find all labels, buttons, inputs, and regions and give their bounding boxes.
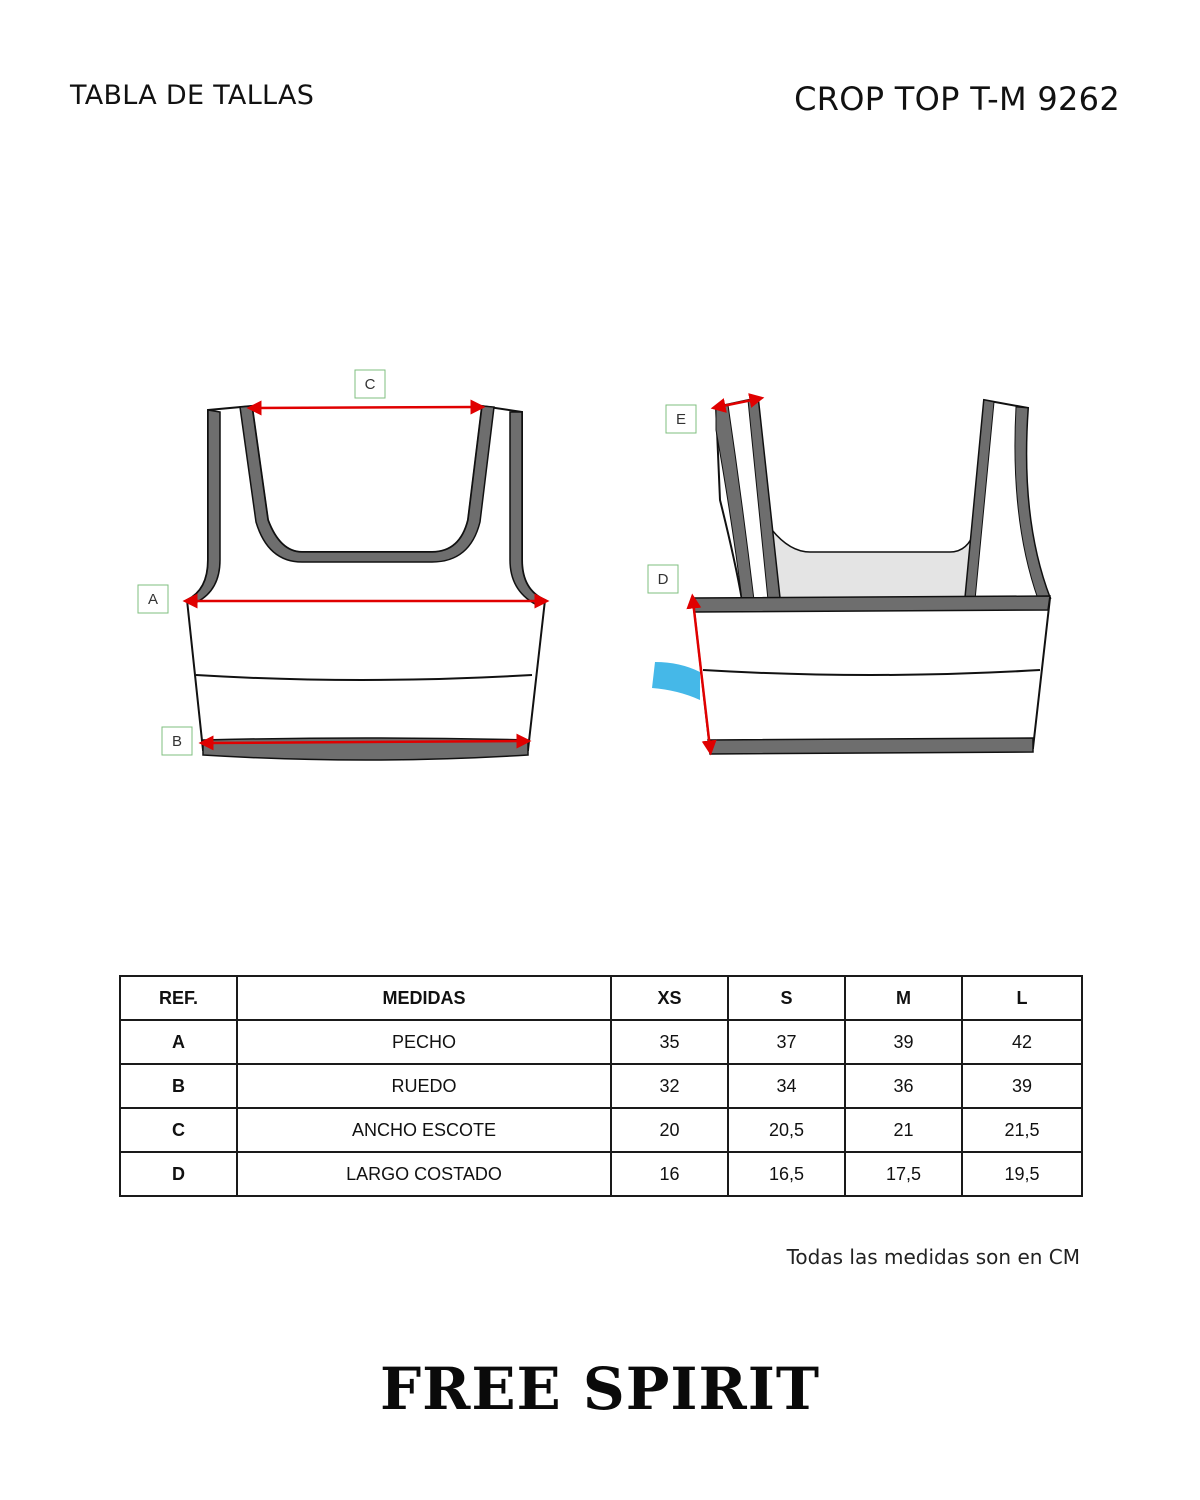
back-view bbox=[652, 393, 1052, 756]
back-top-edge-trim bbox=[692, 595, 1051, 613]
label-d: D bbox=[647, 564, 679, 594]
front-left-armhole-trim bbox=[184, 409, 221, 603]
brand-logo: FREE SPIRIT bbox=[379, 1355, 821, 1423]
back-inner-panel bbox=[771, 527, 976, 601]
measure-line-c bbox=[246, 399, 486, 416]
table-row: A PECHO 35 37 39 42 bbox=[119, 1019, 1083, 1065]
header-xs: XS bbox=[610, 975, 729, 1021]
measure-line-d bbox=[686, 593, 717, 756]
measure-line-e bbox=[710, 393, 765, 413]
svg-text:A: A bbox=[148, 591, 158, 608]
product-title: CROP TOP T-M 9262 bbox=[794, 80, 1120, 118]
cell-l: 39 bbox=[961, 1063, 1083, 1109]
cell-m: 39 bbox=[844, 1019, 963, 1065]
size-chart-title: TABLA DE TALLAS bbox=[70, 80, 315, 111]
header-medidas: MEDIDAS bbox=[236, 975, 612, 1021]
svg-text:C: C bbox=[365, 376, 376, 393]
cell-m: 17,5 bbox=[844, 1151, 963, 1197]
cell-medida: RUEDO bbox=[236, 1063, 612, 1109]
table-row: C ANCHO ESCOTE 20 20,5 21 21,5 bbox=[119, 1107, 1083, 1153]
header-m: M bbox=[844, 975, 963, 1021]
cell-xs: 16 bbox=[610, 1151, 729, 1197]
svg-text:D: D bbox=[658, 571, 669, 588]
label-e: E bbox=[665, 404, 697, 434]
blue-swatch bbox=[652, 662, 700, 700]
cell-xs: 20 bbox=[610, 1107, 729, 1153]
header-ref: REF. bbox=[119, 975, 238, 1021]
units-note: Todas las medidas son en CM bbox=[786, 1245, 1080, 1269]
cell-l: 19,5 bbox=[961, 1151, 1083, 1197]
measure-line-b bbox=[198, 733, 532, 751]
cell-medida: LARGO COSTADO bbox=[236, 1151, 612, 1197]
table-header-row: REF. MEDIDAS XS S M L bbox=[119, 975, 1083, 1021]
cell-s: 34 bbox=[727, 1063, 846, 1109]
garment-diagram: C A B E D bbox=[137, 369, 1052, 761]
label-c: C bbox=[354, 369, 386, 399]
table-row: D LARGO COSTADO 16 16,5 17,5 19,5 bbox=[119, 1151, 1083, 1197]
cell-xs: 35 bbox=[610, 1019, 729, 1065]
cell-ref: B bbox=[119, 1063, 238, 1109]
cell-m: 36 bbox=[844, 1063, 963, 1109]
cell-s: 20,5 bbox=[727, 1107, 846, 1153]
size-table: REF. MEDIDAS XS S M L A PECHO 35 37 39 4… bbox=[119, 975, 1083, 1197]
svg-text:E: E bbox=[676, 411, 686, 428]
label-a: A bbox=[137, 584, 169, 614]
cell-ref: D bbox=[119, 1151, 238, 1197]
cell-s: 37 bbox=[727, 1019, 846, 1065]
front-waist-seam bbox=[195, 674, 533, 681]
header-l: L bbox=[961, 975, 1083, 1021]
header-s: S bbox=[727, 975, 846, 1021]
front-right-armhole-trim bbox=[509, 411, 547, 605]
cell-medida: PECHO bbox=[236, 1019, 612, 1065]
label-b: B bbox=[161, 726, 193, 756]
cell-l: 21,5 bbox=[961, 1107, 1083, 1153]
cell-ref: A bbox=[119, 1019, 238, 1065]
cell-m: 21 bbox=[844, 1107, 963, 1153]
front-body-outline bbox=[185, 404, 547, 751]
cell-l: 42 bbox=[961, 1019, 1083, 1065]
cell-s: 16,5 bbox=[727, 1151, 846, 1197]
front-neckline-trim bbox=[239, 405, 495, 563]
table-row: B RUEDO 32 34 36 39 bbox=[119, 1063, 1083, 1109]
svg-text:B: B bbox=[172, 733, 182, 750]
cell-medida: ANCHO ESCOTE bbox=[236, 1107, 612, 1153]
front-view bbox=[182, 399, 550, 761]
back-waist-seam bbox=[702, 669, 1041, 676]
back-hem-trim bbox=[707, 737, 1034, 755]
cell-ref: C bbox=[119, 1107, 238, 1153]
cell-xs: 32 bbox=[610, 1063, 729, 1109]
